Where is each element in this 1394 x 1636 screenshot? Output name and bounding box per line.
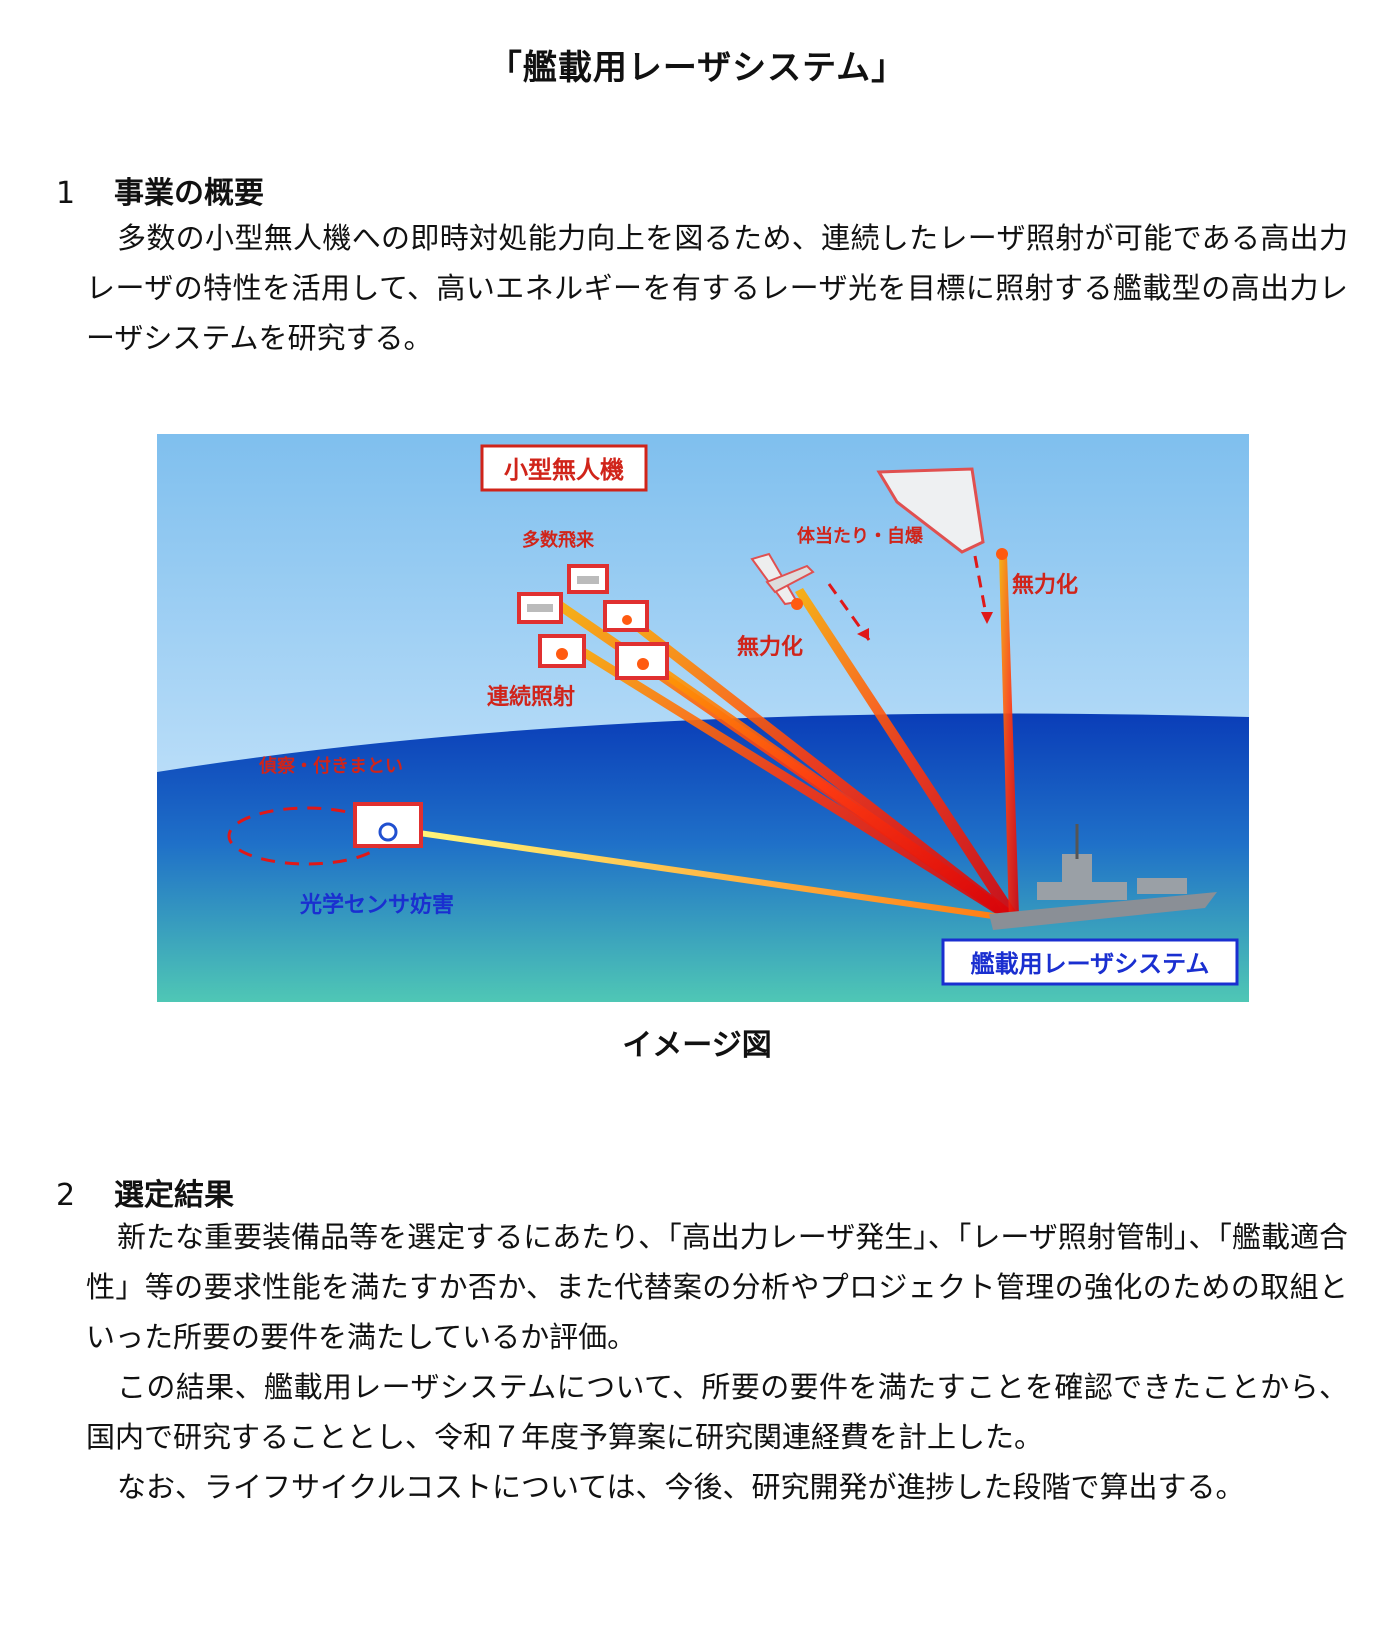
- drone-icon: [517, 592, 563, 624]
- section-1-title: 事業の概要: [114, 176, 264, 211]
- figure-caption: イメージ図: [622, 1028, 772, 1063]
- section-2-heading: 2 選定結果: [56, 1170, 234, 1214]
- delta-wing-uav-icon: [876, 467, 1008, 560]
- ram-label: 体当たり・自爆: [797, 525, 924, 547]
- section-2-title: 選定結果: [114, 1178, 234, 1213]
- fixed-wing-uav-icon: [750, 552, 815, 610]
- page-title: 「艦載用レーザシステム」: [487, 48, 907, 88]
- laser-beams: [419, 554, 1019, 922]
- attack-path-arrow: [827, 583, 871, 641]
- recon-drone-icon: [353, 802, 423, 848]
- concept-image: 小型無人機 多数飛来 連続照射 体当たり・自爆 無力化 無力化 偵察・付きまとい…: [157, 434, 1249, 1002]
- drone-swarm: [517, 564, 669, 680]
- laser-beam: [795, 588, 1019, 922]
- recon-label: 偵察・付きまとい: [258, 755, 403, 777]
- small-uav-label-box: [480, 444, 648, 492]
- system-label: 艦載用レーザシステム: [971, 950, 1210, 978]
- section-2-number: 2: [56, 1178, 76, 1213]
- destroyer-ship-icon: [989, 824, 1217, 930]
- drone-icon: [603, 600, 649, 632]
- small-uav-label: 小型無人機: [504, 456, 624, 484]
- sea-background: [157, 713, 1249, 1002]
- swarm-label: 多数飛来: [522, 529, 595, 551]
- section-1-heading: 1 事業の概要: [56, 168, 264, 212]
- arrow-head-icon: [857, 628, 869, 640]
- neutralize-label: 無力化: [1012, 572, 1078, 598]
- section-2-paragraph: 新たな重要装備品等を選定するにあたり、「高出力レーザ発生」、「レーザ照射管制」、…: [86, 1220, 1348, 1354]
- section-2-paragraph: この結果、艦載用レーザシステムについて、所要の要件を満たすことを確認できたことか…: [86, 1370, 1348, 1454]
- system-label-box: [941, 938, 1239, 986]
- section-1-paragraph: 多数の小型無人機への即時対処能力向上を図るため、連続したレーザ照射が可能である高…: [86, 221, 1348, 355]
- drone-icon: [567, 564, 609, 594]
- neutralize-label: 無力化: [737, 634, 803, 660]
- section-1-body: 多数の小型無人機への即時対処能力向上を図るため、連続したレーザ照射が可能である高…: [86, 213, 1348, 363]
- laser-beam: [562, 638, 1019, 922]
- section-2-paragraph: なお、ライフサイクルコストについては、今後、研究開発が進捗した段階で算出する。: [117, 1470, 1245, 1504]
- section-2-body: 新たな重要装備品等を選定するにあたり、「高出力レーザ発生」、「レーザ照射管制」、…: [86, 1212, 1348, 1512]
- attack-path-arrow: [973, 555, 989, 621]
- arrow-head-icon: [981, 612, 993, 624]
- concept-illustration: 小型無人機 多数飛来 連続照射 体当たり・自爆 無力化 無力化 偵察・付きまとい…: [157, 434, 1249, 1002]
- continuous-label: 連続照射: [487, 684, 575, 710]
- laser-beam: [999, 554, 1019, 922]
- laser-beam: [609, 604, 1019, 922]
- drone-icon: [615, 642, 669, 680]
- sensor-jamming-label: 光学センサ妨害: [299, 892, 454, 918]
- laser-beam: [629, 648, 1019, 922]
- section-1-number: 1: [56, 176, 76, 211]
- drone-icon: [538, 634, 586, 668]
- laser-beam-dazzle: [419, 830, 1015, 922]
